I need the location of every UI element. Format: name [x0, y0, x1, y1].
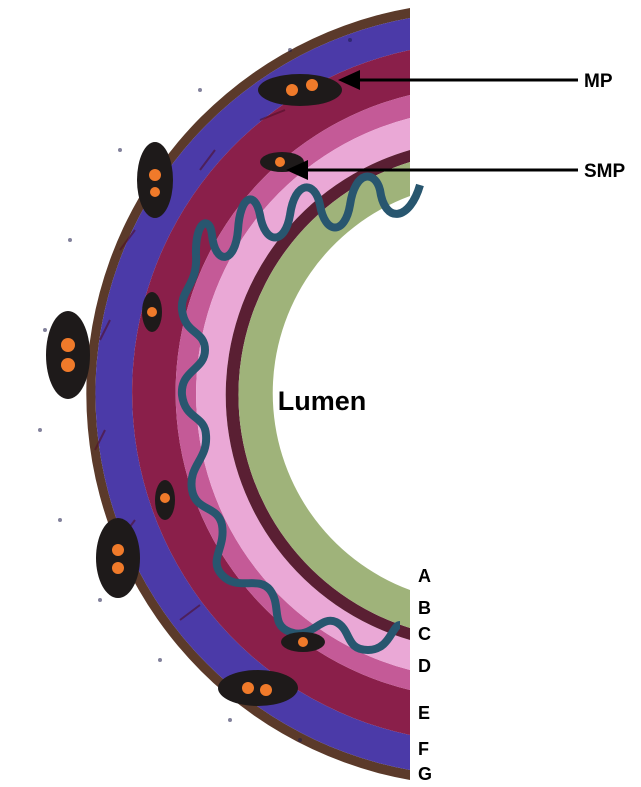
smp-label: SMP [584, 161, 626, 182]
layer-label-d: D [418, 656, 431, 676]
layer-label-c: C [418, 624, 431, 644]
ganglion-cell [160, 493, 170, 503]
ganglion-cell [147, 307, 157, 317]
ganglion-cell [112, 562, 124, 574]
layer-label-a: A [418, 566, 431, 586]
ganglion-cell [286, 84, 298, 96]
ganglion [258, 74, 342, 106]
ganglion-cell [306, 79, 318, 91]
ganglion [96, 518, 140, 598]
layer-label-b: B [418, 598, 431, 618]
layer-label-f: F [418, 739, 429, 759]
ganglion-cell [298, 637, 308, 647]
lumen-label: Lumen [278, 386, 367, 416]
layer-label-e: E [418, 703, 430, 723]
ganglion-cell [275, 157, 285, 167]
layer-label-g: G [418, 764, 432, 784]
ganglion-cell [260, 684, 272, 696]
ganglion [46, 311, 90, 399]
mp-label: MP [584, 71, 613, 92]
ganglion-cell [112, 544, 124, 556]
ganglion-cell [149, 169, 161, 181]
ganglion-cell [242, 682, 254, 694]
ganglion-cell [150, 187, 160, 197]
ganglion [218, 670, 298, 706]
ganglion-cell [61, 358, 75, 372]
ganglion-cell [61, 338, 75, 352]
